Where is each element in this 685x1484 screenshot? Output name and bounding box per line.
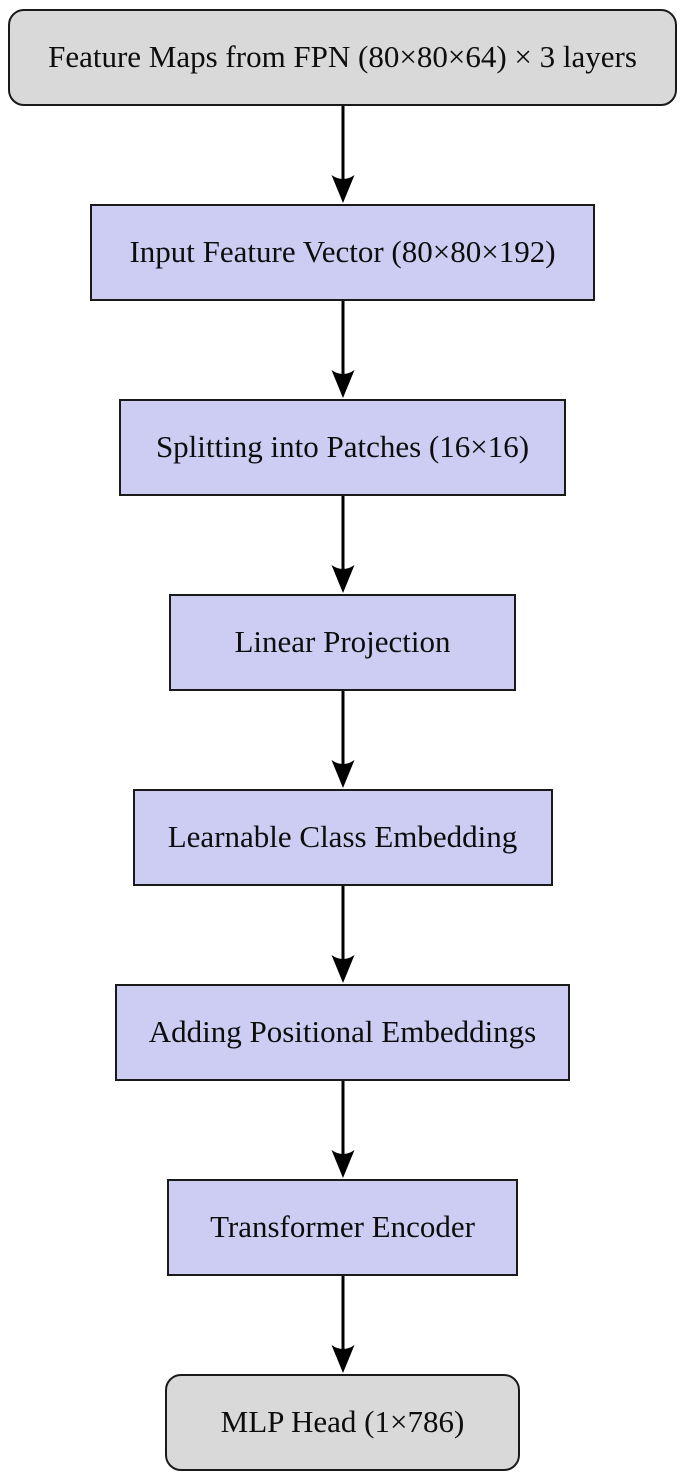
flow-node-splitting-patches: Splitting into Patches (16×16)	[119, 399, 566, 496]
down-arrow	[331, 106, 354, 203]
flow-node-label: Learnable Class Embedding	[167, 819, 518, 855]
flow-node-label: Splitting into Patches (16×16)	[155, 429, 530, 465]
flow-node-label: Input Feature Vector (80×80×192)	[129, 234, 556, 270]
down-arrow	[331, 691, 354, 788]
flow-node-label: Linear Projection	[234, 624, 451, 660]
flow-node-label: Transformer Encoder	[210, 1209, 475, 1245]
flow-node-mlp-head: MLP Head (1×786)	[165, 1374, 520, 1471]
down-arrow	[331, 886, 354, 983]
down-arrow	[331, 301, 354, 398]
flow-node-linear-projection: Linear Projection	[169, 594, 516, 691]
flow-node-input-feature-vector: Input Feature Vector (80×80×192)	[90, 204, 595, 301]
flow-node-label: Adding Positional Embeddings	[148, 1014, 537, 1050]
down-arrow	[331, 1276, 354, 1373]
down-arrow	[331, 496, 354, 593]
down-arrow	[331, 1081, 354, 1178]
flow-node-class-embedding: Learnable Class Embedding	[132, 789, 553, 886]
flow-node-label: MLP Head (1×786)	[220, 1404, 465, 1440]
flow-node-feature-maps: Feature Maps from FPN (80×80×64) × 3 lay…	[8, 9, 677, 106]
flow-node-positional-embeddings: Adding Positional Embeddings	[115, 984, 570, 1081]
flow-node-transformer-encoder: Transformer Encoder	[167, 1179, 518, 1276]
flow-node-label: Feature Maps from FPN (80×80×64) × 3 lay…	[48, 39, 637, 75]
